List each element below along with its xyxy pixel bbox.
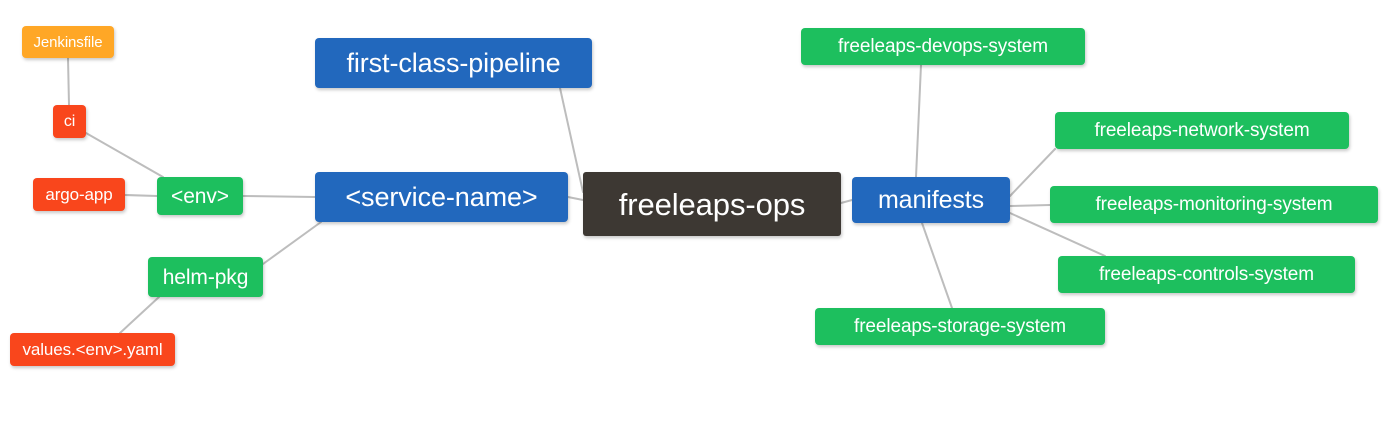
mindmap-node-freeleaps-storage-system[interactable]: freeleaps-storage-system	[815, 308, 1105, 345]
edge-manifests-to-freeleaps-network-system	[1009, 148, 1056, 197]
edge-manifests-to-freeleaps-devops-system	[915, 64, 922, 178]
mindmap-node-jenkinsfile[interactable]: Jenkinsfile	[22, 26, 114, 58]
edge-service-name-to-helm-pkg	[262, 221, 322, 265]
mindmap-node-freeleaps-network-system[interactable]: freeleaps-network-system	[1055, 112, 1349, 149]
edge-env-to-ci	[85, 132, 164, 178]
mindmap-node-service-name[interactable]: <service-name>	[315, 172, 568, 222]
edge-freeleaps-ops-to-manifests	[840, 199, 853, 204]
edge-manifests-to-freeleaps-monitoring-system	[1009, 204, 1051, 207]
mindmap-node-values-env-yaml[interactable]: values.<env>.yaml	[10, 333, 175, 366]
mindmap-node-freeleaps-ops[interactable]: freeleaps-ops	[583, 172, 841, 236]
mindmap-node-ci[interactable]: ci	[53, 105, 86, 138]
edge-service-name-to-env	[242, 195, 316, 198]
mindmap-node-manifests[interactable]: manifests	[852, 177, 1010, 223]
mindmap-node-helm-pkg[interactable]: helm-pkg	[148, 257, 263, 297]
edge-freeleaps-ops-to-service-name	[567, 196, 584, 201]
edge-manifests-to-freeleaps-storage-system	[921, 222, 953, 309]
edge-helm-pkg-to-values-env-yaml	[119, 296, 160, 334]
mindmap-node-freeleaps-devops-system[interactable]: freeleaps-devops-system	[801, 28, 1085, 65]
mindmap-node-env[interactable]: <env>	[157, 177, 243, 215]
mindmap-node-argo-app[interactable]: argo-app	[33, 178, 125, 211]
mindmap-node-freeleaps-monitoring-system[interactable]: freeleaps-monitoring-system	[1050, 186, 1378, 223]
mindmap-node-freeleaps-controls-system[interactable]: freeleaps-controls-system	[1058, 256, 1355, 293]
edge-env-to-argo-app	[124, 194, 158, 197]
mindmap-node-first-class-pipeline[interactable]: first-class-pipeline	[315, 38, 592, 88]
edge-ci-to-jenkinsfile	[67, 57, 70, 106]
